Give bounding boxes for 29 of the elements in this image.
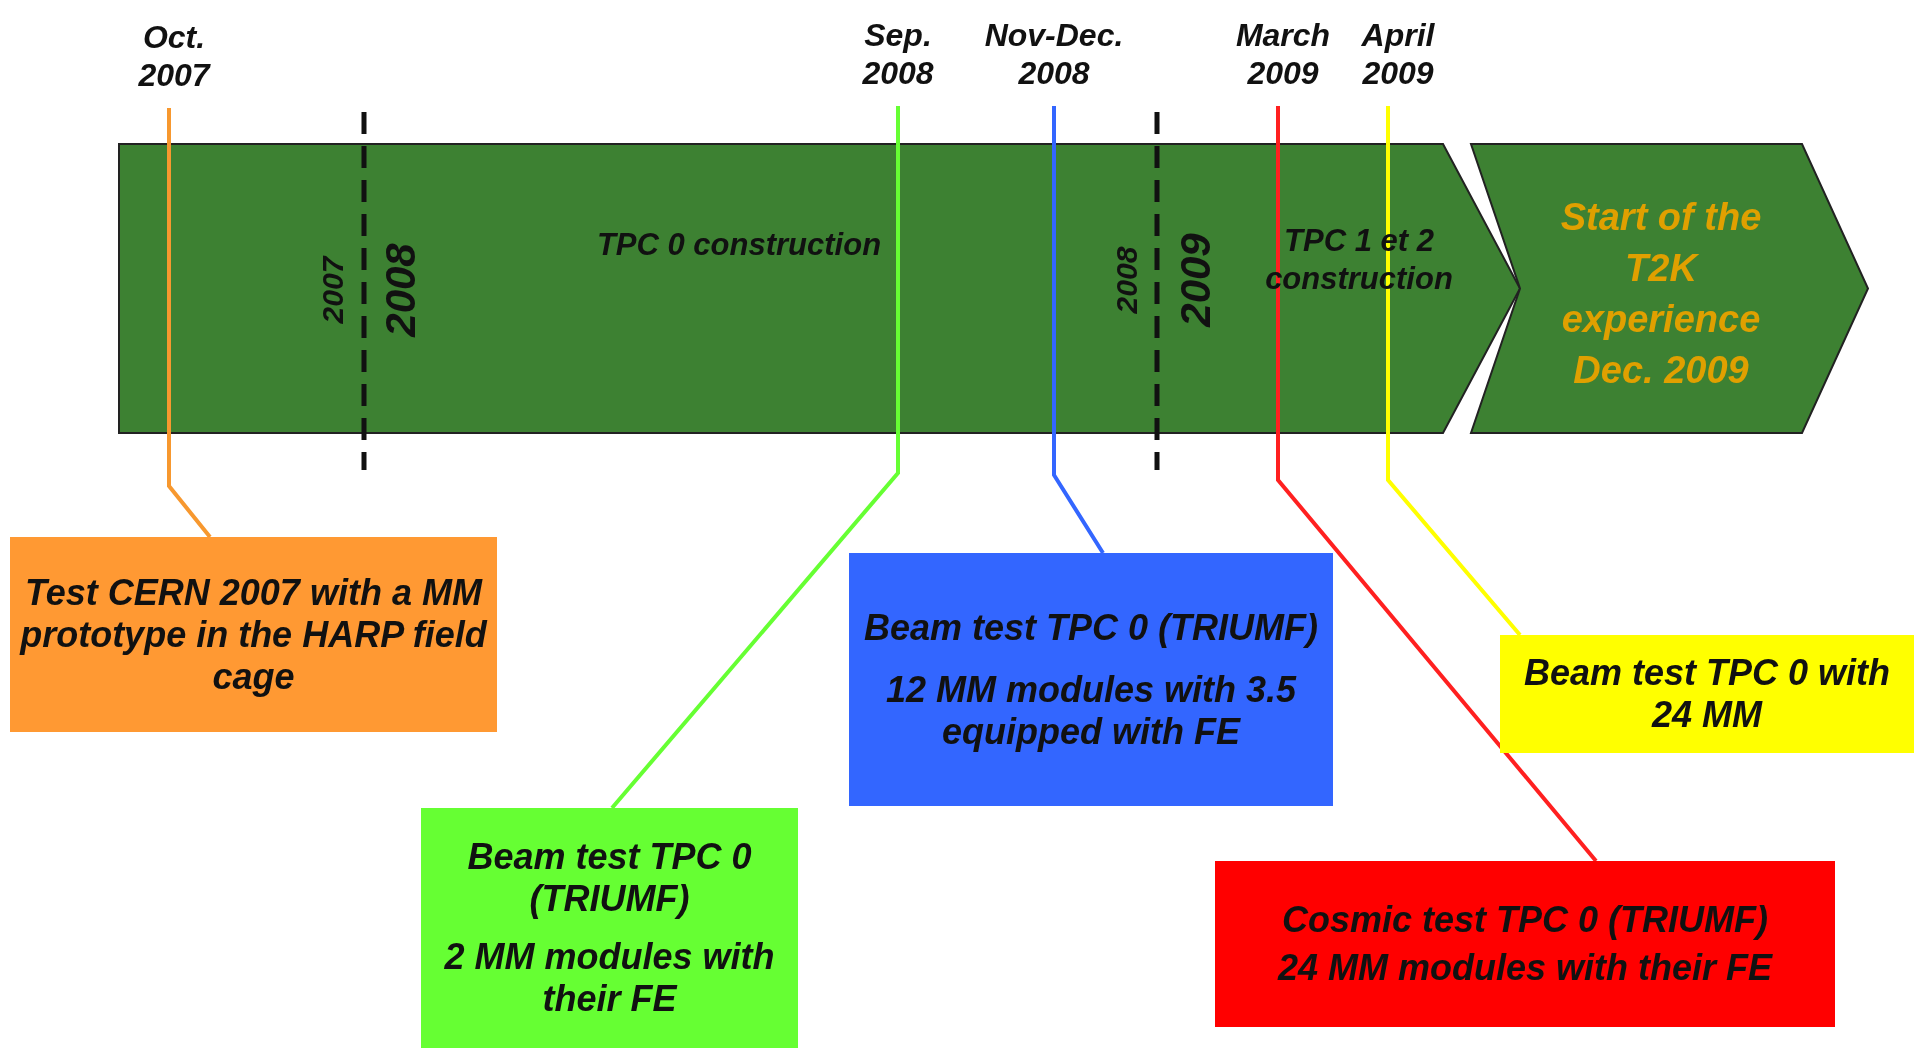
leader-line	[167, 108, 212, 539]
event-text: Beam test TPC 0 (TRIUMF)	[863, 606, 1318, 649]
leader-line	[610, 106, 900, 810]
event-text: Beam test TPC 0 (TRIUMF)	[466, 836, 753, 920]
date-label: April 2009	[1360, 16, 1436, 92]
event-text: 24 MM modules with their FE	[1277, 947, 1773, 989]
event-text: Test CERN 2007 with a MM prototype in the HARP field cage	[20, 571, 487, 698]
event-box	[10, 537, 497, 732]
leader-line	[1386, 106, 1522, 637]
year-label: 2008	[1111, 246, 1142, 314]
phase-label: TPC 0 construction	[595, 226, 883, 264]
event-box	[1500, 635, 1914, 753]
event-text: Cosmic test TPC 0 (TRIUMF)	[1281, 899, 1768, 941]
leader-line	[1276, 106, 1598, 863]
date-label: March 2009	[1234, 16, 1332, 92]
event-text: 2 MM modules with their FE	[443, 936, 776, 1020]
event-box	[421, 808, 798, 1048]
year-label: 2009	[1174, 233, 1217, 327]
event-box	[1215, 861, 1835, 1027]
year-label: 2007	[317, 256, 348, 324]
year-label: 2008	[379, 243, 422, 337]
event-text: Beam test TPC 0 with 24 MM	[1522, 652, 1892, 736]
milestone-text: Start of the T2K experience Dec. 2009	[1559, 195, 1763, 393]
date-label: Sep. 2008	[861, 16, 935, 92]
event-box	[849, 553, 1333, 806]
leader-line	[1052, 106, 1105, 555]
date-label: Nov-Dec. 2008	[983, 16, 1125, 92]
date-label: Oct. 2007	[137, 18, 212, 94]
event-text: 12 MM modules with 3.5 equipped with FE	[884, 668, 1298, 753]
